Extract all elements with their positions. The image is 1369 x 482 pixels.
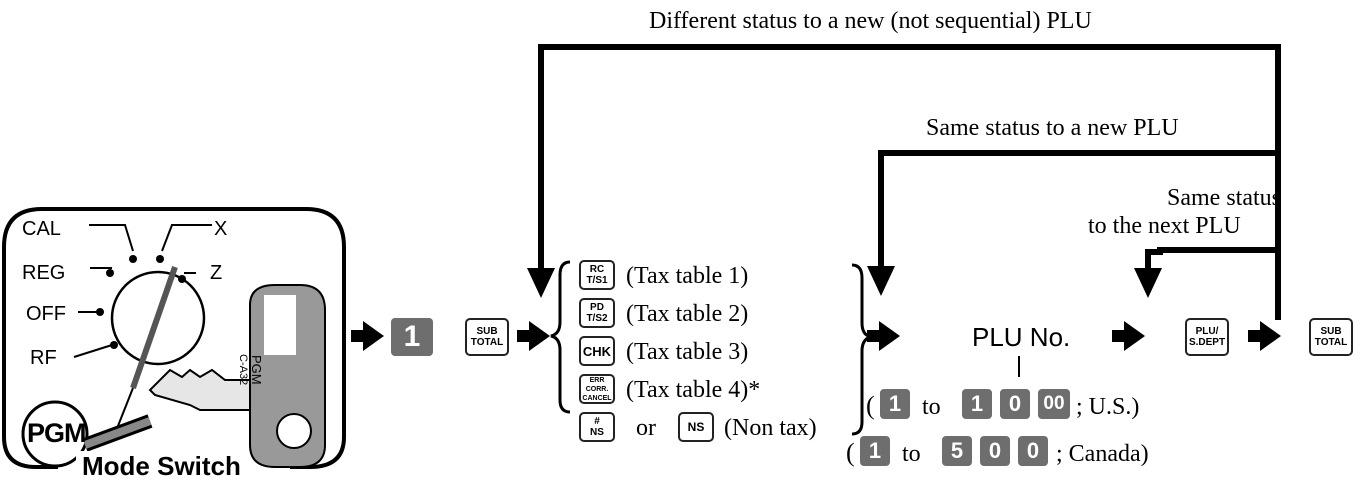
final-subtotal-key-top: SUB [1320, 326, 1342, 337]
range-us-from-key[interactable]: 1 [880, 389, 910, 419]
range-ca-to: to [902, 441, 921, 467]
mode-pos-rf: RF [30, 347, 57, 369]
err-corr-cancel-key-bottom: CANCEL [582, 394, 612, 402]
plu-number-label: PLU No. [972, 322, 1071, 352]
plu-sdept-key-bottom: S.DEPT [1188, 337, 1226, 348]
tax-label-4: (Tax table 4)* [626, 377, 761, 403]
loop-label-same-new: Same status to a new PLU [926, 115, 1179, 141]
pd-ts2-key[interactable]: PD T/S2 [579, 298, 615, 328]
range-ca-open-paren: ( [846, 438, 855, 467]
hash-ns-key[interactable]: # NS [579, 412, 615, 442]
loop-line-same-next [1145, 247, 1278, 270]
left-brace [550, 260, 571, 414]
err-corr-cancel-key-top: ERR CORR. [585, 376, 609, 393]
rc-ts1-key-top: RC [589, 264, 605, 275]
final-subtotal-key-bottom: TOTAL [1314, 337, 1348, 348]
plu-sdept-key-top: PLU/ [1195, 326, 1219, 337]
mode-switch-illustration [1, 207, 346, 469]
loop-label-same-next-2: to the next PLU [1088, 213, 1241, 239]
pd-ts2-key-bottom: T/S2 [586, 313, 608, 324]
flow-arrow-4 [1112, 321, 1145, 351]
mode-switch-title: Mode Switch [76, 451, 247, 482]
mode-pos-z: Z [210, 262, 223, 284]
range-ca-key-3[interactable]: 0 [1018, 436, 1048, 466]
plu-sdept-key[interactable]: PLU/ S.DEPT [1185, 318, 1229, 356]
subtotal-key-line2: TOTAL [470, 337, 504, 348]
tax-label-2: (Tax table 2) [626, 301, 749, 327]
range-us-key-1[interactable]: 1 [962, 389, 992, 419]
range-us-key-2[interactable]: 0 [1000, 389, 1030, 419]
tax-label-5: (Non tax) [724, 415, 817, 441]
hash-ns-key-bottom: NS [590, 427, 604, 438]
key-text-model: C-A32 [237, 354, 249, 386]
mode-pos-reg: REG [22, 262, 66, 284]
flow-arrow-1 [351, 321, 384, 351]
loop-line-different [538, 44, 1281, 280]
loop-arrowhead-same-new [867, 266, 895, 296]
range-ca-key-1[interactable]: 5 [942, 436, 972, 466]
range-us-key-3[interactable]: 00 [1038, 389, 1070, 419]
chk-key[interactable]: CHK [579, 336, 615, 366]
range-ca-from-key[interactable]: 1 [860, 436, 890, 466]
pd-ts2-key-top: PD [590, 302, 604, 313]
range-us-suffix: ; U.S.) [1076, 394, 1140, 420]
range-ca-key-2[interactable]: 0 [980, 436, 1010, 466]
rc-ts1-key[interactable]: RC T/S1 [579, 260, 615, 290]
number-key-1[interactable]: 1 [391, 318, 433, 356]
tax-label-3: (Tax table 3) [626, 339, 749, 365]
range-us-to: to [922, 394, 941, 420]
right-brace [851, 263, 872, 436]
mode-pos-cal: CAL [22, 218, 61, 240]
subtotal-key[interactable]: SUB TOTAL [465, 318, 509, 356]
key-text-pgm: PGM [249, 355, 264, 385]
final-subtotal-key[interactable]: SUB TOTAL [1309, 318, 1353, 356]
flow-arrow-2 [517, 321, 550, 351]
ns-key[interactable]: NS [678, 412, 714, 442]
err-corr-cancel-key[interactable]: ERR CORR. CANCEL [579, 374, 615, 404]
loop-arrowhead-same-next [1134, 268, 1162, 298]
mode-pos-off: OFF [26, 303, 66, 325]
mode-pos-pgm: PGM [27, 418, 87, 448]
loop-line-same-new [878, 150, 1278, 268]
loop-label-different: Different status to a new (not sequentia… [649, 8, 1092, 34]
loop-label-same-next-1: Same status [1167, 185, 1281, 211]
flow-arrow-5 [1248, 321, 1281, 351]
loop-arrowhead-different [527, 268, 555, 298]
rc-ts1-key-bottom: T/S1 [586, 275, 608, 286]
range-us-open-paren: ( [866, 391, 875, 420]
mode-pos-x: X [214, 218, 228, 240]
range-ca-suffix: ; Canada) [1056, 441, 1149, 467]
or-text: or [636, 415, 656, 441]
flow-arrow-3 [867, 321, 900, 351]
hash-ns-key-top: # [594, 416, 600, 427]
subtotal-key-line1: SUB [476, 326, 498, 337]
tax-label-1: (Tax table 1) [626, 263, 749, 289]
